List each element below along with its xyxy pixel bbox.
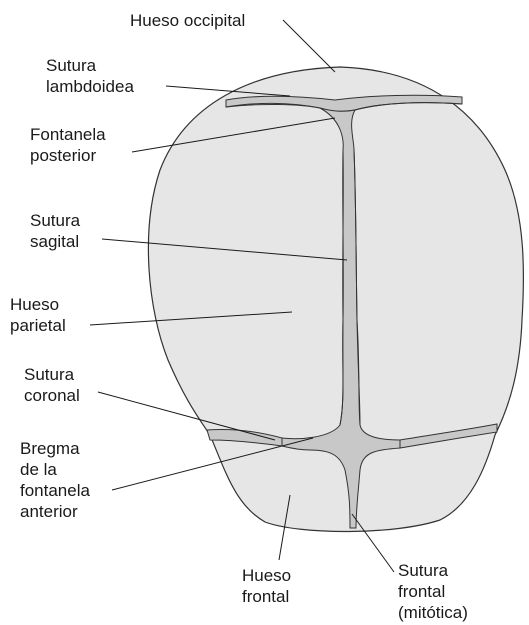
label-sutura-sagital: Sutura sagital — [30, 210, 80, 252]
label-bregma-fontanela-anterior: Bregma de la fontanela anterior — [20, 438, 90, 522]
skull-outline — [148, 67, 523, 532]
label-sutura-lambdoidea: Sutura lambdoidea — [46, 55, 134, 97]
label-fontanela-posterior: Fontanela posterior — [30, 124, 106, 166]
label-hueso-parietal: Hueso parietal — [10, 294, 66, 336]
label-hueso-frontal: Hueso frontal — [242, 565, 291, 607]
label-sutura-coronal: Sutura coronal — [24, 364, 80, 406]
label-hueso-occipital: Hueso occipital — [130, 10, 245, 31]
label-sutura-frontal: Sutura frontal (mitótica) — [398, 560, 468, 623]
